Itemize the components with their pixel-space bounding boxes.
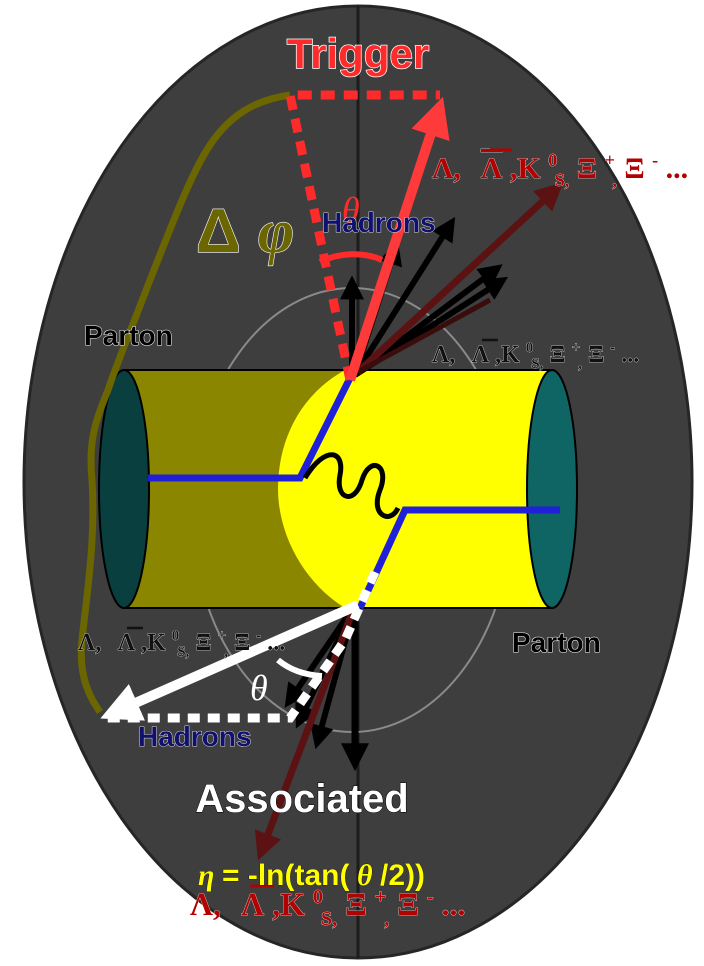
cylinder-left-cap <box>98 369 150 609</box>
particle-list-middle-right: Λ, Λ ,K 0 S, Ξ + , Ξ - ... <box>432 332 640 374</box>
cylinder-right-cap <box>526 369 578 609</box>
particle-list-middle-left: Λ, Λ ,K 0 S, Ξ + , Ξ - ... <box>78 620 286 662</box>
associated-arrow <box>100 600 361 721</box>
hadron-arrow-up-3 <box>352 216 456 377</box>
theta-label-top: θ <box>342 190 360 230</box>
associated-dotted-bracket <box>100 570 380 723</box>
svg-text:Λ, Λ ,K 0: Λ, Λ ,K 0 S, Ξ + , Ξ - ... <box>432 140 688 193</box>
trigger-label: Trigger <box>287 30 429 77</box>
hadrons-label-bottom: Hadrons <box>138 721 252 752</box>
particle-list-bottom: Λ, Λ ,K 0 S, Ξ + , Ξ - ... <box>190 874 466 932</box>
parton-label-right: Parton <box>512 627 601 658</box>
svg-text:η = -ln(tan( θ: η = -ln(tan( θ /2)) <box>198 859 425 892</box>
gluon-line <box>302 452 401 519</box>
trigger-dotted-bracket <box>284 90 440 381</box>
eta-formula: η = -ln(tan( θ /2)) <box>198 859 426 893</box>
delta-phi-bracket <box>77 91 291 714</box>
theta-arc-top <box>318 251 384 265</box>
theta-label-bottom: θ <box>250 668 268 708</box>
svg-text:Λ, Λ ,K 0: Λ, Λ ,K 0 S, Ξ + , Ξ - ... <box>190 874 466 932</box>
strange-arrow-up-1 <box>355 182 564 375</box>
svg-text:Λ, Λ ,K 0: Λ, Λ ,K 0 S, Ξ + , Ξ - ... <box>78 620 285 662</box>
strange-arrow-up-2 <box>356 297 492 375</box>
parton-label-left: Parton <box>84 320 173 351</box>
phi-symbol: φ <box>258 198 294 266</box>
delta-symbol: Δ <box>196 197 241 266</box>
theta-arc-bottom <box>276 657 323 679</box>
hadrons-label-top: Hadrons <box>322 207 436 238</box>
svg-text:Λ, Λ ,K 0: Λ, Λ ,K 0 S, Ξ + , Ξ - ... <box>432 332 639 374</box>
trigger-arrow <box>345 96 450 382</box>
associated-label: Associated <box>195 777 408 821</box>
parton-line-left <box>148 376 354 482</box>
particle-list-top-right: Λ, Λ ,K 0 S, Ξ + , Ξ - ... <box>432 140 689 193</box>
